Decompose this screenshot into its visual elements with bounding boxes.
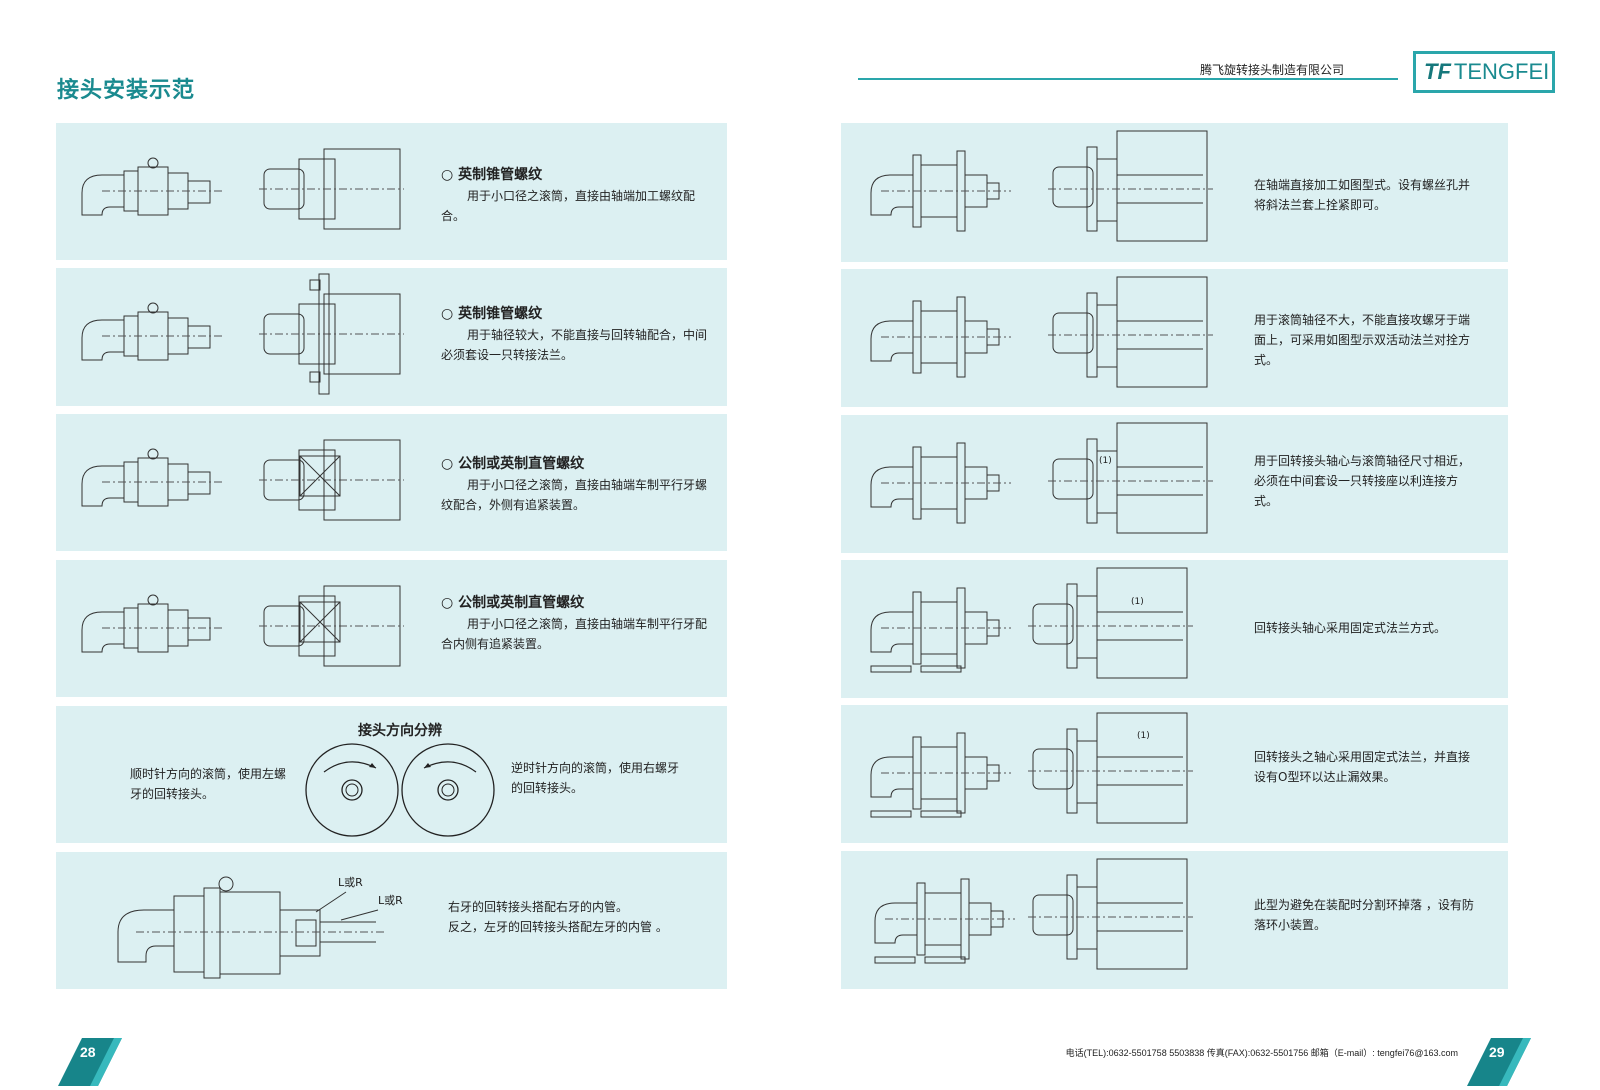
- section-body: 回转接头之轴心采用固定式法兰，并直接设有O型环以达止漏效果。: [1254, 750, 1471, 784]
- install-panel-4: ○ 公制或英制直管螺纹用于小口径之滚筒，直接由轴端车制平行牙配合内侧有追紧装置。: [56, 560, 727, 697]
- section-body: 用于小口径之滚筒，直接由轴端车制平行牙配合内侧有追紧装置。: [441, 617, 708, 651]
- section-heading: ○ 公制或英制直管螺纹: [441, 595, 585, 611]
- thread-label-2: L或R: [378, 894, 403, 907]
- callout-label: (1): [1137, 731, 1150, 741]
- counterclockwise-text: 逆时针方向的滚筒，使用右螺牙的回转接头。: [511, 761, 680, 795]
- thread-line-1: 右牙的回转接头搭配右牙的内管。: [448, 900, 629, 914]
- contact-footer: 电话(TEL):0632-5501758 5503838 传真(FAX):063…: [1065, 1048, 1458, 1058]
- install-panel-7: (1) 用于回转接头轴心与滚筒轴径尺寸相近，必须在中间套设一只转接座以利连接方式…: [841, 415, 1508, 553]
- thread-label-1: L或R: [338, 876, 363, 889]
- direction-panel: 接头方向分辨 顺时针方向的滚筒，使用左螺牙的回转接头。 逆时针方向的滚筒，使用右…: [56, 706, 727, 843]
- logo-text: TENGFEI: [1453, 59, 1550, 84]
- install-panel-8: (1) 回转接头轴心采用固定式法兰方式。: [841, 560, 1508, 698]
- section-heading: ○ 英制锥管螺纹: [441, 306, 543, 322]
- callout-label: (1): [1131, 597, 1144, 607]
- section-body: 用于回转接头轴心与滚筒轴径尺寸相近，必须在中间套设一只转接座以利连接方式。: [1254, 454, 1471, 508]
- section-body: 用于滚筒轴径不大，不能直接攻螺牙于端面上，可采用如图型示双活动法兰对拴方式。: [1254, 313, 1471, 367]
- install-panel-10: 此型为避免在装配时分割环掉落 ，设有防落环小装置。: [841, 851, 1508, 989]
- section-heading: ○ 英制锥管螺纹: [441, 167, 543, 183]
- joint-drawing: [870, 712, 1193, 824]
- joint-drawing: [81, 585, 404, 667]
- section-body: 此型为避免在装配时分割环掉落 ，设有防落环小装置。: [1254, 898, 1474, 932]
- install-panel-9: (1) 回转接头之轴心采用固定式法兰，并直接设有O型环以达止漏效果。: [841, 705, 1508, 843]
- section-body: 用于轴径较大，不能直接与回转轴配合，中间必须套设一只转接法兰。: [441, 328, 708, 362]
- joint-drawing: [874, 858, 1193, 970]
- section-body: 回转接头轴心采用固定式法兰方式。: [1254, 621, 1447, 635]
- clockwise-text: 顺时针方向的滚筒，使用左螺牙的回转接头。: [130, 767, 287, 801]
- header-divider: [858, 78, 1398, 80]
- page-number-text: 29: [1489, 1044, 1505, 1060]
- section-heading: ○ 公制或英制直管螺纹: [441, 456, 585, 472]
- joint-drawing: [81, 148, 404, 230]
- section-body: 用于小口径之滚筒，直接由轴端加工螺纹配合。: [441, 189, 696, 223]
- rotation-diagram: [305, 743, 495, 837]
- install-panel-3: ○ 公制或英制直管螺纹用于小口径之滚筒，直接由轴端车制平行牙螺纹配合，外侧有追紧…: [56, 414, 727, 551]
- section-body: 在轴端直接加工如图型式。设有螺丝孔并将斜法兰套上拴紧即可。: [1254, 178, 1471, 212]
- page-number-text: 28: [80, 1044, 96, 1060]
- page-number-right: 29: [1467, 1038, 1531, 1086]
- section-body: 用于小口径之滚筒，直接由轴端车制平行牙螺纹配合，外侧有追紧装置。: [441, 478, 708, 512]
- page-number-left: 28: [58, 1038, 122, 1086]
- install-panel-1: ○ 英制锥管螺纹用于小口径之滚筒，直接由轴端加工螺纹配合。: [56, 123, 727, 260]
- thread-line-2: 反之，左牙的回转接头搭配左牙的内管 。: [448, 920, 668, 934]
- company-name: 腾飞旋转接头制造有限公司: [1200, 63, 1345, 77]
- logo-mark: TF: [1424, 59, 1451, 84]
- joint-drawing: [870, 276, 1213, 388]
- page-title: 接头安装示范: [57, 78, 196, 103]
- direction-title: 接头方向分辨: [358, 723, 442, 739]
- callout-label: (1): [1099, 456, 1112, 466]
- joint-drawing: [870, 130, 1213, 242]
- joint-drawing: [117, 876, 386, 979]
- joint-drawing: [870, 422, 1213, 534]
- joint-drawing: [81, 439, 404, 521]
- install-panel-6: 用于滚筒轴径不大，不能直接攻螺牙于端面上，可采用如图型示双活动法兰对拴方式。: [841, 269, 1508, 407]
- install-panel-5: 在轴端直接加工如图型式。设有螺丝孔并将斜法兰套上拴紧即可。: [841, 123, 1508, 262]
- joint-drawing: [81, 273, 404, 395]
- install-panel-2: ○ 英制锥管螺纹用于轴径较大，不能直接与回转轴配合，中间必须套设一只转接法兰。: [56, 268, 727, 406]
- joint-drawing: [870, 567, 1193, 679]
- thread-panel: L或R L或R 右牙的回转接头搭配右牙的内管。 反之，左牙的回转接头搭配左牙的内…: [56, 852, 727, 989]
